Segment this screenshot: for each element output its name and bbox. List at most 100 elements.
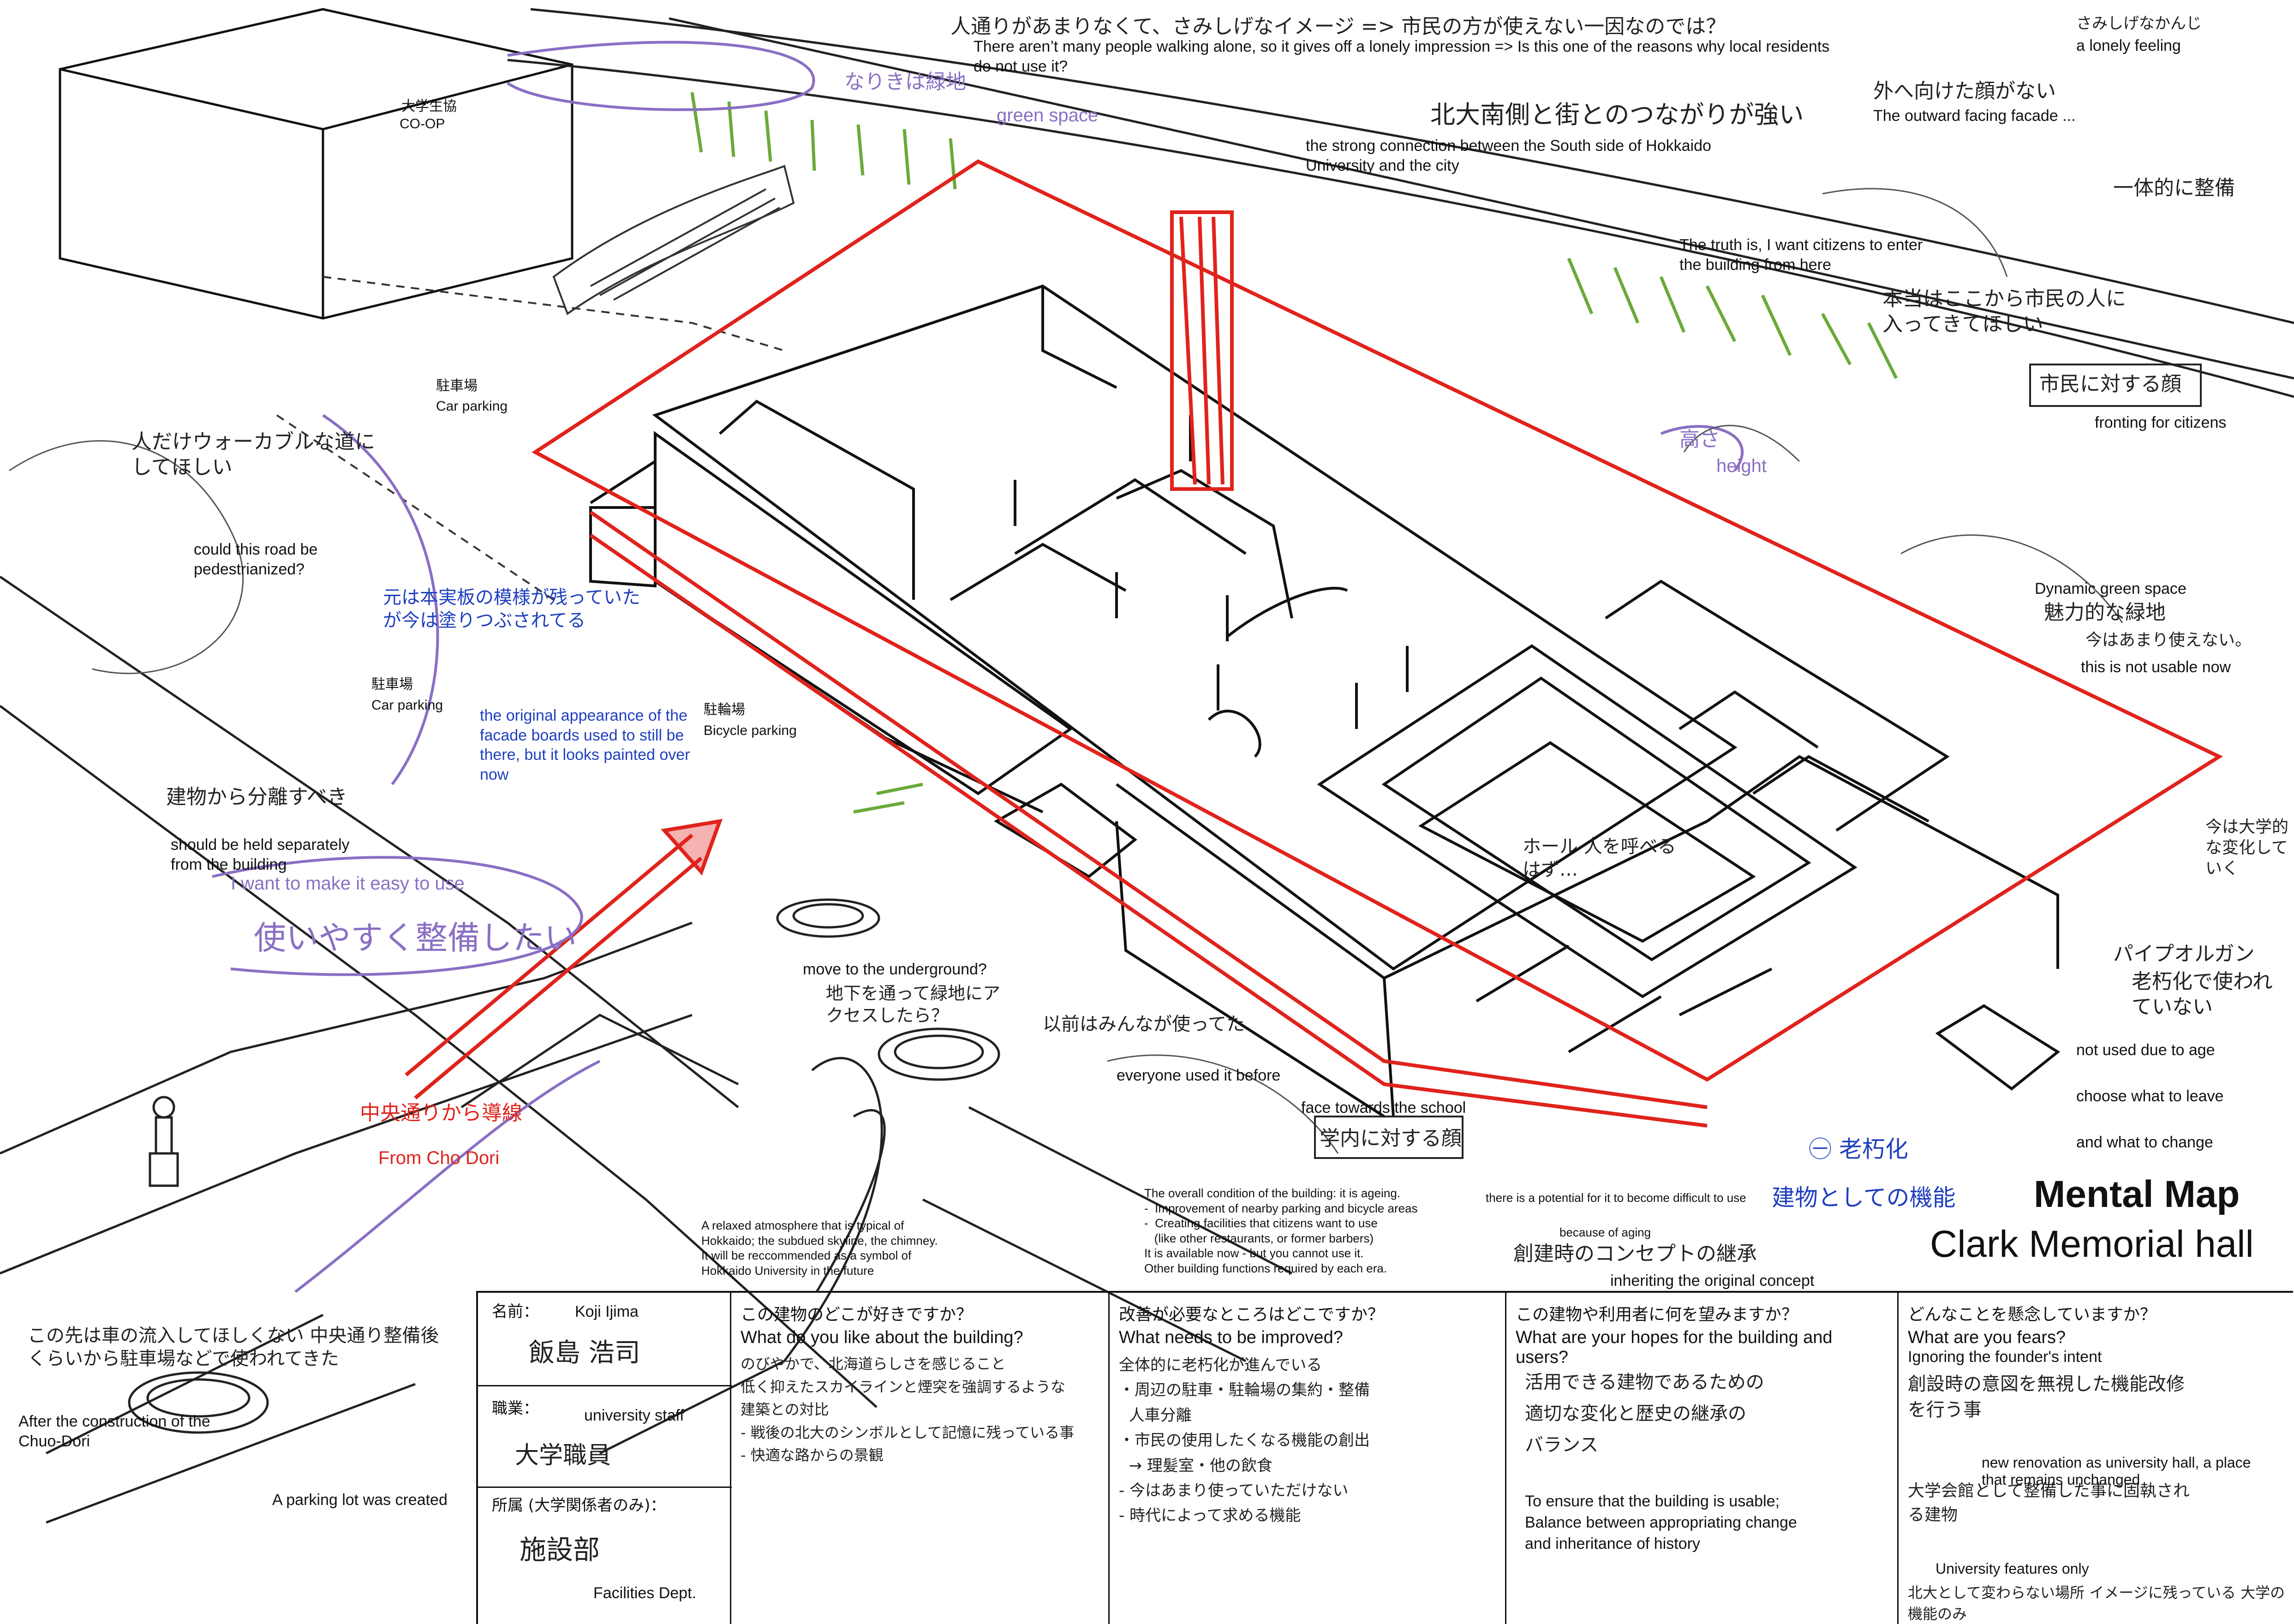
facade-en: the original appearance of the facade bo…: [480, 707, 690, 783]
q4-column: どんなことを懸念していますか？ What are you fears? Igno…: [1897, 1293, 2293, 1624]
q2-jp: 改善が必要なところはどこですか？: [1119, 1305, 1384, 1324]
separate-en: should be held separately from the build…: [171, 836, 350, 873]
facade-jp: 元は本実板の模様が残っていたが今は塗りつぶされてる: [383, 587, 640, 631]
map-title: Mental Map: [2034, 1173, 2240, 1215]
name-en: Koji Ijima: [575, 1303, 639, 1320]
dept-jp: 施設部: [520, 1534, 600, 1565]
q4-jp: どんなことを懸念していますか？: [1908, 1305, 2157, 1324]
potential-en: there is a potential for it to become di…: [1486, 1191, 1746, 1205]
job-label: 職業：: [492, 1399, 539, 1418]
hall-jp: ホール 人を呼べるはず…: [1523, 836, 1676, 880]
choose-en: choose what to leave: [2076, 1087, 2224, 1105]
fence-hatching: [552, 165, 795, 316]
changing-jp: 今は大学的な変化していく: [2205, 818, 2289, 878]
fear1-en: Ignoring the founder's intent: [1908, 1348, 2102, 1366]
school-jp: 学内に対する顔: [1320, 1127, 1462, 1150]
lonely-jp: さみしげなかんじ: [2076, 14, 2202, 33]
dashed-lines: [276, 276, 785, 601]
connection-en: the strong connection between the South …: [1306, 137, 1711, 174]
everyone-jp: 以前はみんなが使ってた: [1043, 1014, 1245, 1035]
walkable-en: could this road be pedestrianized?: [194, 541, 318, 578]
q1-answer: のびやかで、北海道らしさを感じること 低く抑えたスカイラインと煙突を強調するよう…: [741, 1355, 1075, 1464]
aging-jp: 老朽化で使われていない: [2132, 970, 2273, 1019]
statue: [149, 1096, 179, 1187]
dynamic-en: Dynamic green space: [2035, 580, 2186, 597]
purple-annotations: [212, 41, 1744, 1293]
underground-jp: 地下を通って緑地にアクセスしたら？: [826, 983, 1001, 1026]
q3-en: What are your hopes for the building and…: [1516, 1328, 1833, 1367]
q3-answer-jp: 活用できる建物であるための 適切な変化と歴史の継承の バランス: [1525, 1372, 1764, 1456]
fear3-en: University features only: [1936, 1560, 2089, 1577]
truth-en: The truth is, I want citizens to enter t…: [1679, 236, 1923, 274]
truth-jp: 本当はここから市民の人に入ってきてほしい: [1882, 287, 2126, 336]
fear1-jp: 創設時の意図を無視した機能改修を行う事: [1908, 1373, 2185, 1421]
lonely-en: a lonely feeling: [2076, 37, 2181, 54]
not-usable-jp: 今はあまり使えない。: [2085, 631, 2252, 650]
fear3-jp: 北大として変わらない場所 イメージに残っている 大学の機能のみ: [1908, 1584, 2285, 1623]
car-parking-2-en: Car parking: [371, 698, 443, 713]
height-en: height: [1716, 456, 1767, 476]
school-en: face towards the school: [1301, 1099, 1466, 1116]
q3-jp: この建物や利用者に何を望みますか？: [1516, 1305, 1798, 1324]
overall-en: The overall condition of the building: i…: [1144, 1186, 1418, 1275]
fear2-en: new renovation as university hall, a pla…: [1982, 1454, 2251, 1488]
name-jp: 飯島 浩司: [529, 1338, 640, 1368]
dynamic-jp: 魅力的な緑地: [2044, 601, 2166, 624]
q4-en: What are you fears?: [1908, 1328, 2066, 1347]
after-en: After the construction of the Chuo-Dori: [18, 1413, 210, 1450]
name-label: 名前：: [492, 1302, 539, 1321]
coop-building: [59, 8, 574, 320]
easy-jp: 使いやすく整備したい: [254, 919, 577, 957]
q1-column: この建物のどこが好きですか？ What do you like about th…: [730, 1293, 1108, 1624]
annotation-frames: [1314, 364, 2202, 1159]
easy-en: I want to make it easy to use: [231, 873, 465, 894]
aging2-en: because of aging: [1559, 1225, 1651, 1239]
q1-jp: この建物のどこが好きですか？: [741, 1305, 973, 1324]
bike-parking-en: Bicycle parking: [704, 723, 797, 738]
height-jp: 高さ: [1679, 428, 1720, 451]
fronting-en: fronting for citizens: [2095, 414, 2227, 431]
red-annotations: [405, 159, 2223, 1128]
after-jp: この先は車の流入してほしくない 中央通り整備後くらいから駐車場などで使われてきた: [28, 1325, 439, 1369]
lot-en: A parking lot was created: [272, 1491, 448, 1509]
questionnaire-sheet: 名前： Koji Ijima 飯島 浩司 職業： university staf…: [476, 1291, 2293, 1624]
contour-lines: [9, 188, 2123, 1154]
roundabouts: [128, 898, 1000, 1434]
function-jp: 建物としての機能: [1772, 1184, 1956, 1211]
q3-answer-en: To ensure that the building is usable; B…: [1525, 1493, 1797, 1552]
q2-en: What needs to be improved?: [1119, 1328, 1343, 1347]
everyone-en: everyone used it before: [1117, 1067, 1281, 1084]
clark-memorial-hall-drawing: [589, 284, 2061, 1118]
outward-jp: 外へ向けた顔がない: [1873, 79, 2056, 103]
organ-jp: パイプオルガン: [2113, 942, 2255, 966]
concept-jp: 創建時のコンセプトの継承: [1513, 1242, 1757, 1266]
coop-label-jp: 大学生協: [401, 99, 457, 114]
coop-label-en: CO-OP: [400, 116, 445, 131]
green-strokes: [690, 92, 1898, 814]
separate-jp: 建物から分離すべき: [166, 785, 347, 809]
concept-en: inheriting the original concept: [1610, 1272, 1815, 1290]
map-subtitle: Clark Memorial hall: [1930, 1223, 2254, 1265]
relaxed-en: A relaxed atmosphere that is typical of …: [701, 1218, 938, 1278]
underground-en: move to the underground?: [803, 961, 987, 978]
fear2-jp: 大学会館として整備した事に固執される建物: [1908, 1481, 2190, 1524]
aging-en: not used due to age: [2076, 1041, 2215, 1059]
top-note-en: There aren’t many people walking alone, …: [974, 38, 1830, 75]
car-parking-1-en: Car parking: [436, 399, 508, 414]
dept-label: 所属 (大学関係者のみ)：: [492, 1496, 666, 1515]
unified-jp: 一体的に整備: [2113, 176, 2235, 200]
job-jp: 大学職員: [515, 1442, 611, 1469]
job-en: university staff: [584, 1407, 684, 1424]
top-note-jp: 人通りがあまりなくて、さみしげなイメージ => 市民の方が使えない一因なのでは？: [950, 15, 1726, 38]
q1-en: What do you like about the building?: [741, 1328, 1023, 1347]
dept-en: Facilities Dept.: [593, 1584, 696, 1602]
connection-jp: 北大南側と街とのつながりが強い: [1430, 100, 1804, 129]
walkable-jp: 人だけウォーカブルな道にしてほしい: [131, 430, 375, 479]
roads: [0, 8, 2294, 1524]
green-space-en: green space: [997, 105, 1099, 125]
q2-column: 改善が必要なところはどこですか？ What needs to be improv…: [1108, 1293, 1505, 1624]
old-jp: ㊀ 老朽化: [1809, 1136, 1908, 1163]
outward-en: The outward facing facade ...: [1873, 107, 2076, 125]
q3-column: この建物や利用者に何を望みますか？ What are your hopes fo…: [1505, 1293, 1897, 1624]
